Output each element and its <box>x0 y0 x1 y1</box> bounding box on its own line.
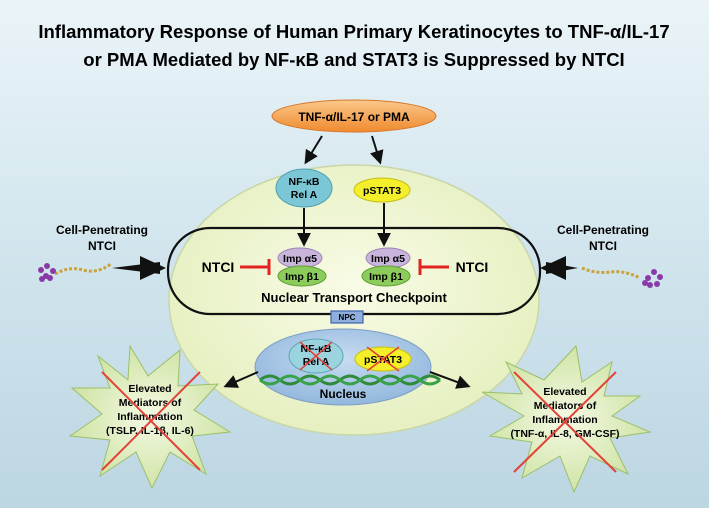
right-burst-line-1: Elevated <box>543 386 586 398</box>
right-agent-line-2: NTCI <box>589 239 617 253</box>
nucleus-nfkb-line-1: NF-κB <box>301 343 332 355</box>
pstat3-label: pSTAT3 <box>363 185 401 197</box>
right-burst-line-4: (TNF-α, IL-8, GM-CSF) <box>510 428 619 440</box>
arrow-stimulus-to-nfkb <box>304 135 323 165</box>
right-burst-line-3: Inflammation <box>532 414 597 426</box>
left-burst-line-1: Elevated <box>128 383 171 395</box>
left-peptide-chain <box>38 262 112 282</box>
imp-beta1-left-label: Imp β1 <box>285 271 319 283</box>
cross-pstat3-b <box>366 346 400 372</box>
title-line-2: or PMA Mediated by NF-κB and STAT3 is Su… <box>83 49 624 70</box>
npc-label: NPC <box>339 313 356 322</box>
stimulus-label: TNF-α/IL-17 or PMA <box>298 110 410 124</box>
imp-beta1-right <box>361 265 411 287</box>
right-burst-cross-b <box>513 371 617 473</box>
dna-helix <box>259 374 441 386</box>
left-burst-line-3: Inflammation <box>117 411 182 423</box>
nucleus-label: Nucleus <box>320 387 367 401</box>
imp-alpha5-left-label: Imp α5 <box>283 253 317 265</box>
right-entry-arrowhead <box>540 256 566 280</box>
ntci-right-label: NTCI <box>456 259 489 275</box>
cross-nfkb-b <box>299 341 333 371</box>
title-line-1: Inflammatory Response of Human Primary K… <box>38 21 669 42</box>
nfkb-node <box>275 168 333 208</box>
left-agent-line-2: NTCI <box>88 239 116 253</box>
ntci-left-label: NTCI <box>202 259 235 275</box>
arrow-stimulus-to-pstat3 <box>370 135 384 165</box>
left-burst-line-4: (TSLP, IL-1β, IL-6) <box>106 425 194 437</box>
npc-pore <box>330 310 364 324</box>
arrow-nucleus-to-left <box>223 371 259 388</box>
nfkb-line-1: NF-κB <box>289 176 320 188</box>
stimulus-pill <box>271 99 437 133</box>
checkpoint-label: Nuclear Transport Checkpoint <box>261 290 447 305</box>
imp-beta1-right-label: Imp β1 <box>369 271 403 283</box>
right-agent-line-1: Cell-Penetrating <box>557 223 649 237</box>
right-peptide-chain <box>581 266 663 288</box>
left-burst-cross-b <box>101 371 201 471</box>
imp-alpha5-right-label: Imp α5 <box>371 253 405 265</box>
arrow-nucleus-to-right <box>429 371 471 389</box>
nucleus-pstat3-label: pSTAT3 <box>364 354 402 366</box>
imp-beta1-left <box>277 265 327 287</box>
pstat3-node <box>353 177 411 203</box>
nucleus-nfkb-line-2: Rel A <box>303 356 330 368</box>
right-burst-line-2: Mediators of <box>534 400 597 412</box>
nfkb-line-2: Rel A <box>291 189 318 201</box>
left-burst <box>68 344 232 490</box>
left-entry-arrowhead <box>140 256 166 280</box>
left-agent-line-1: Cell-Penetrating <box>56 223 148 237</box>
